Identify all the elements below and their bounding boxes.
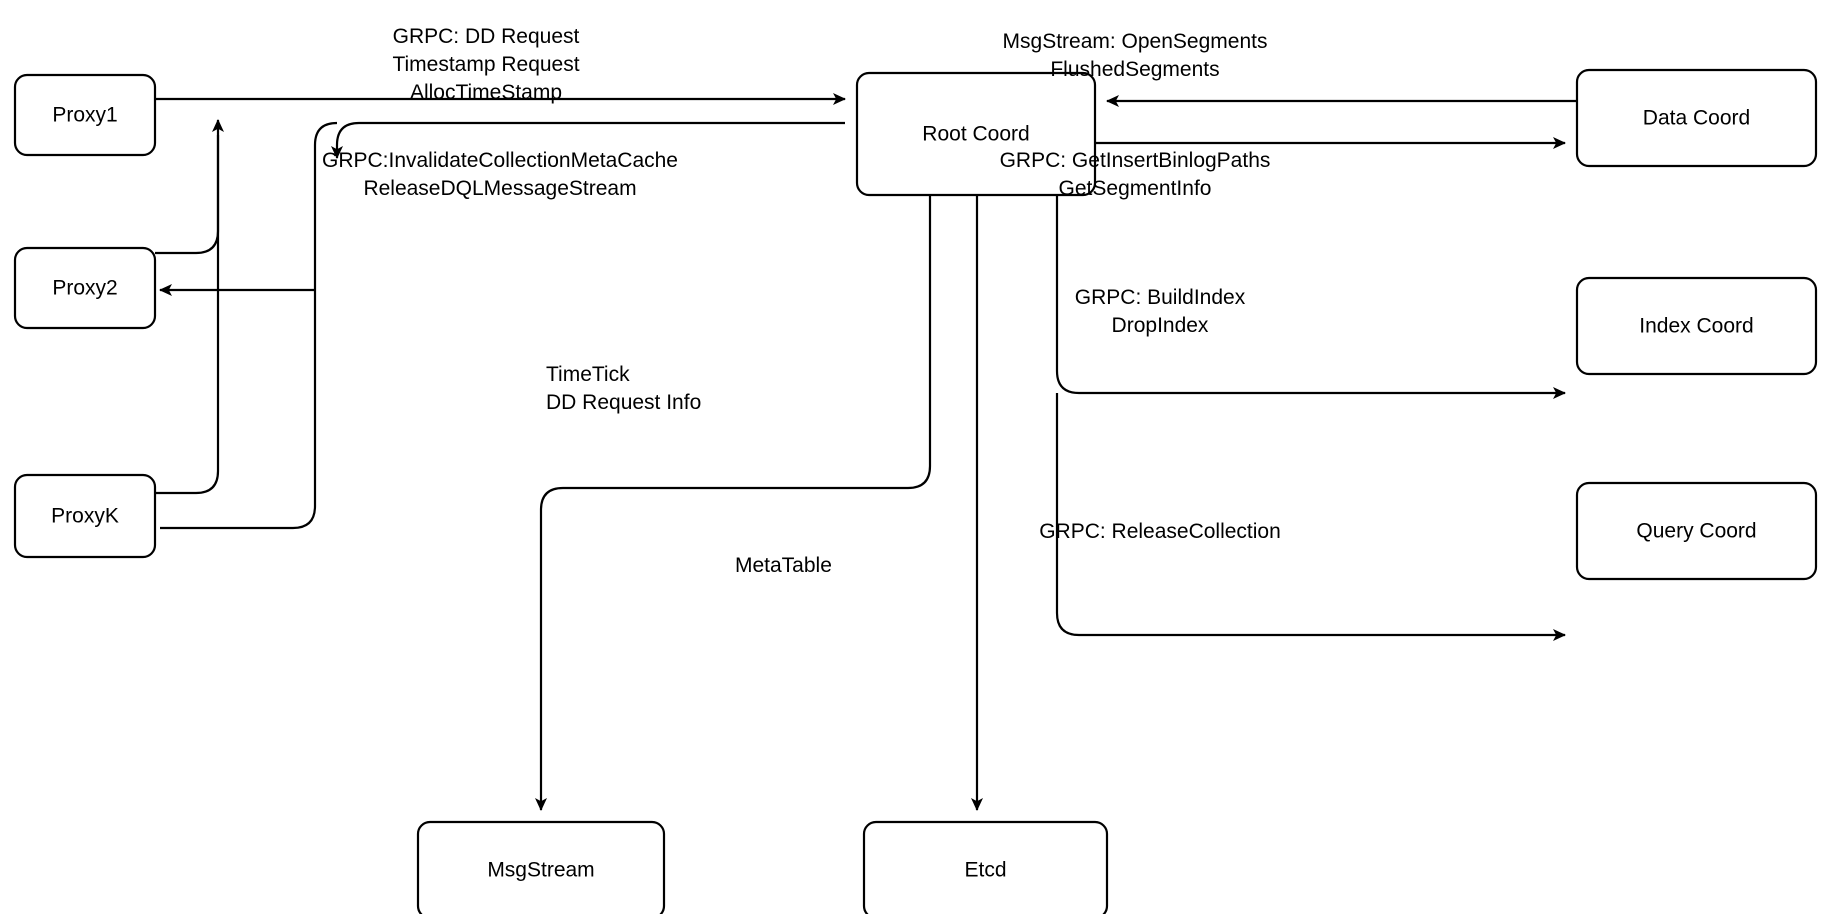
node-box-indexcoord[interactable] xyxy=(1575,276,1818,376)
edge-label-line: TimeTick xyxy=(546,363,630,386)
edge-label-line: ReleaseDQLMessageStream xyxy=(363,177,636,200)
edge-label-line: DropIndex xyxy=(1112,314,1209,337)
edges-layer xyxy=(155,93,1577,811)
edge-label-root-to-querycoord: GRPC: ReleaseCollection xyxy=(1039,520,1281,543)
node-label-querycoord: Query Coord xyxy=(1636,520,1756,543)
edge-rootcoord-to-querycoord xyxy=(1055,393,1566,641)
node-label-msgstream: MsgStream xyxy=(487,859,594,882)
edge-label-root-to-proxy: GRPC:InvalidateCollectionMetaCacheReleas… xyxy=(322,149,678,200)
edge-label-line: MsgStream: OpenSegments xyxy=(1003,30,1268,53)
edge-label-line: FlushedSegments xyxy=(1050,58,1219,81)
node-rootcoord[interactable]: Root Coord xyxy=(855,71,1097,197)
edge-label-root-to-msgstream: TimeTick DD Request Info xyxy=(546,363,701,414)
node-label-proxyk: ProxyK xyxy=(51,505,119,528)
node-label-datacoord: Data Coord xyxy=(1643,107,1750,130)
node-proxyk[interactable]: ProxyK xyxy=(13,473,157,559)
node-label-indexcoord: Index Coord xyxy=(1639,315,1753,338)
edge-proxy2-to-merge xyxy=(155,119,224,255)
node-label-proxy1: Proxy1 xyxy=(52,104,117,127)
node-proxy1[interactable]: Proxy1 xyxy=(13,73,157,157)
edge-label-line: GRPC:InvalidateCollectionMetaCache xyxy=(322,149,678,172)
edge-proxyk-to-merge xyxy=(155,135,220,495)
node-querycoord[interactable]: Query Coord xyxy=(1575,481,1818,581)
edge-label-line: GRPC: ReleaseCollection xyxy=(1039,520,1281,543)
node-indexcoord[interactable]: Index Coord xyxy=(1575,276,1818,376)
node-msgstream[interactable]: MsgStream xyxy=(416,820,666,914)
edge-label-line: Timestamp Request xyxy=(392,53,579,76)
edge-label-line: GetSegmentInfo xyxy=(1059,177,1212,200)
node-datacoord[interactable]: Data Coord xyxy=(1575,68,1818,168)
node-proxy2[interactable]: Proxy2 xyxy=(13,246,157,330)
edge-label-line: MetaTable xyxy=(735,554,832,577)
edge-label-line: GRPC: BuildIndex xyxy=(1075,286,1246,309)
node-box-proxy2[interactable] xyxy=(13,246,157,330)
edge-label-line: GRPC: DD Request xyxy=(393,25,580,48)
edge-rootcoord-to-msgstream xyxy=(535,195,932,811)
node-label-proxy2: Proxy2 xyxy=(52,277,117,300)
edge-label-line: GRPC: GetInsertBinlogPaths xyxy=(1000,149,1271,172)
node-box-querycoord[interactable] xyxy=(1575,481,1818,581)
edge-label-line: AllocTimeStamp xyxy=(410,81,562,104)
edge-rootcoord-to-indexcoord xyxy=(1055,195,1566,399)
node-etcd[interactable]: Etcd xyxy=(862,820,1109,914)
node-box-proxy1[interactable] xyxy=(13,73,157,157)
edge-label-root-to-etcd: MetaTable xyxy=(735,554,832,577)
node-box-etcd[interactable] xyxy=(862,820,1109,914)
node-label-rootcoord: Root Coord xyxy=(922,123,1029,146)
node-box-msgstream[interactable] xyxy=(416,820,666,914)
node-box-datacoord[interactable] xyxy=(1575,68,1818,168)
node-label-etcd: Etcd xyxy=(964,859,1006,882)
node-box-proxyk[interactable] xyxy=(13,473,157,559)
edge-rootcoord-trunk-left xyxy=(160,121,338,530)
node-box-rootcoord[interactable] xyxy=(855,71,1097,197)
edge-rootcoord-to-proxy1 xyxy=(331,121,845,159)
edge-label-line: DD Request Info xyxy=(546,391,701,414)
